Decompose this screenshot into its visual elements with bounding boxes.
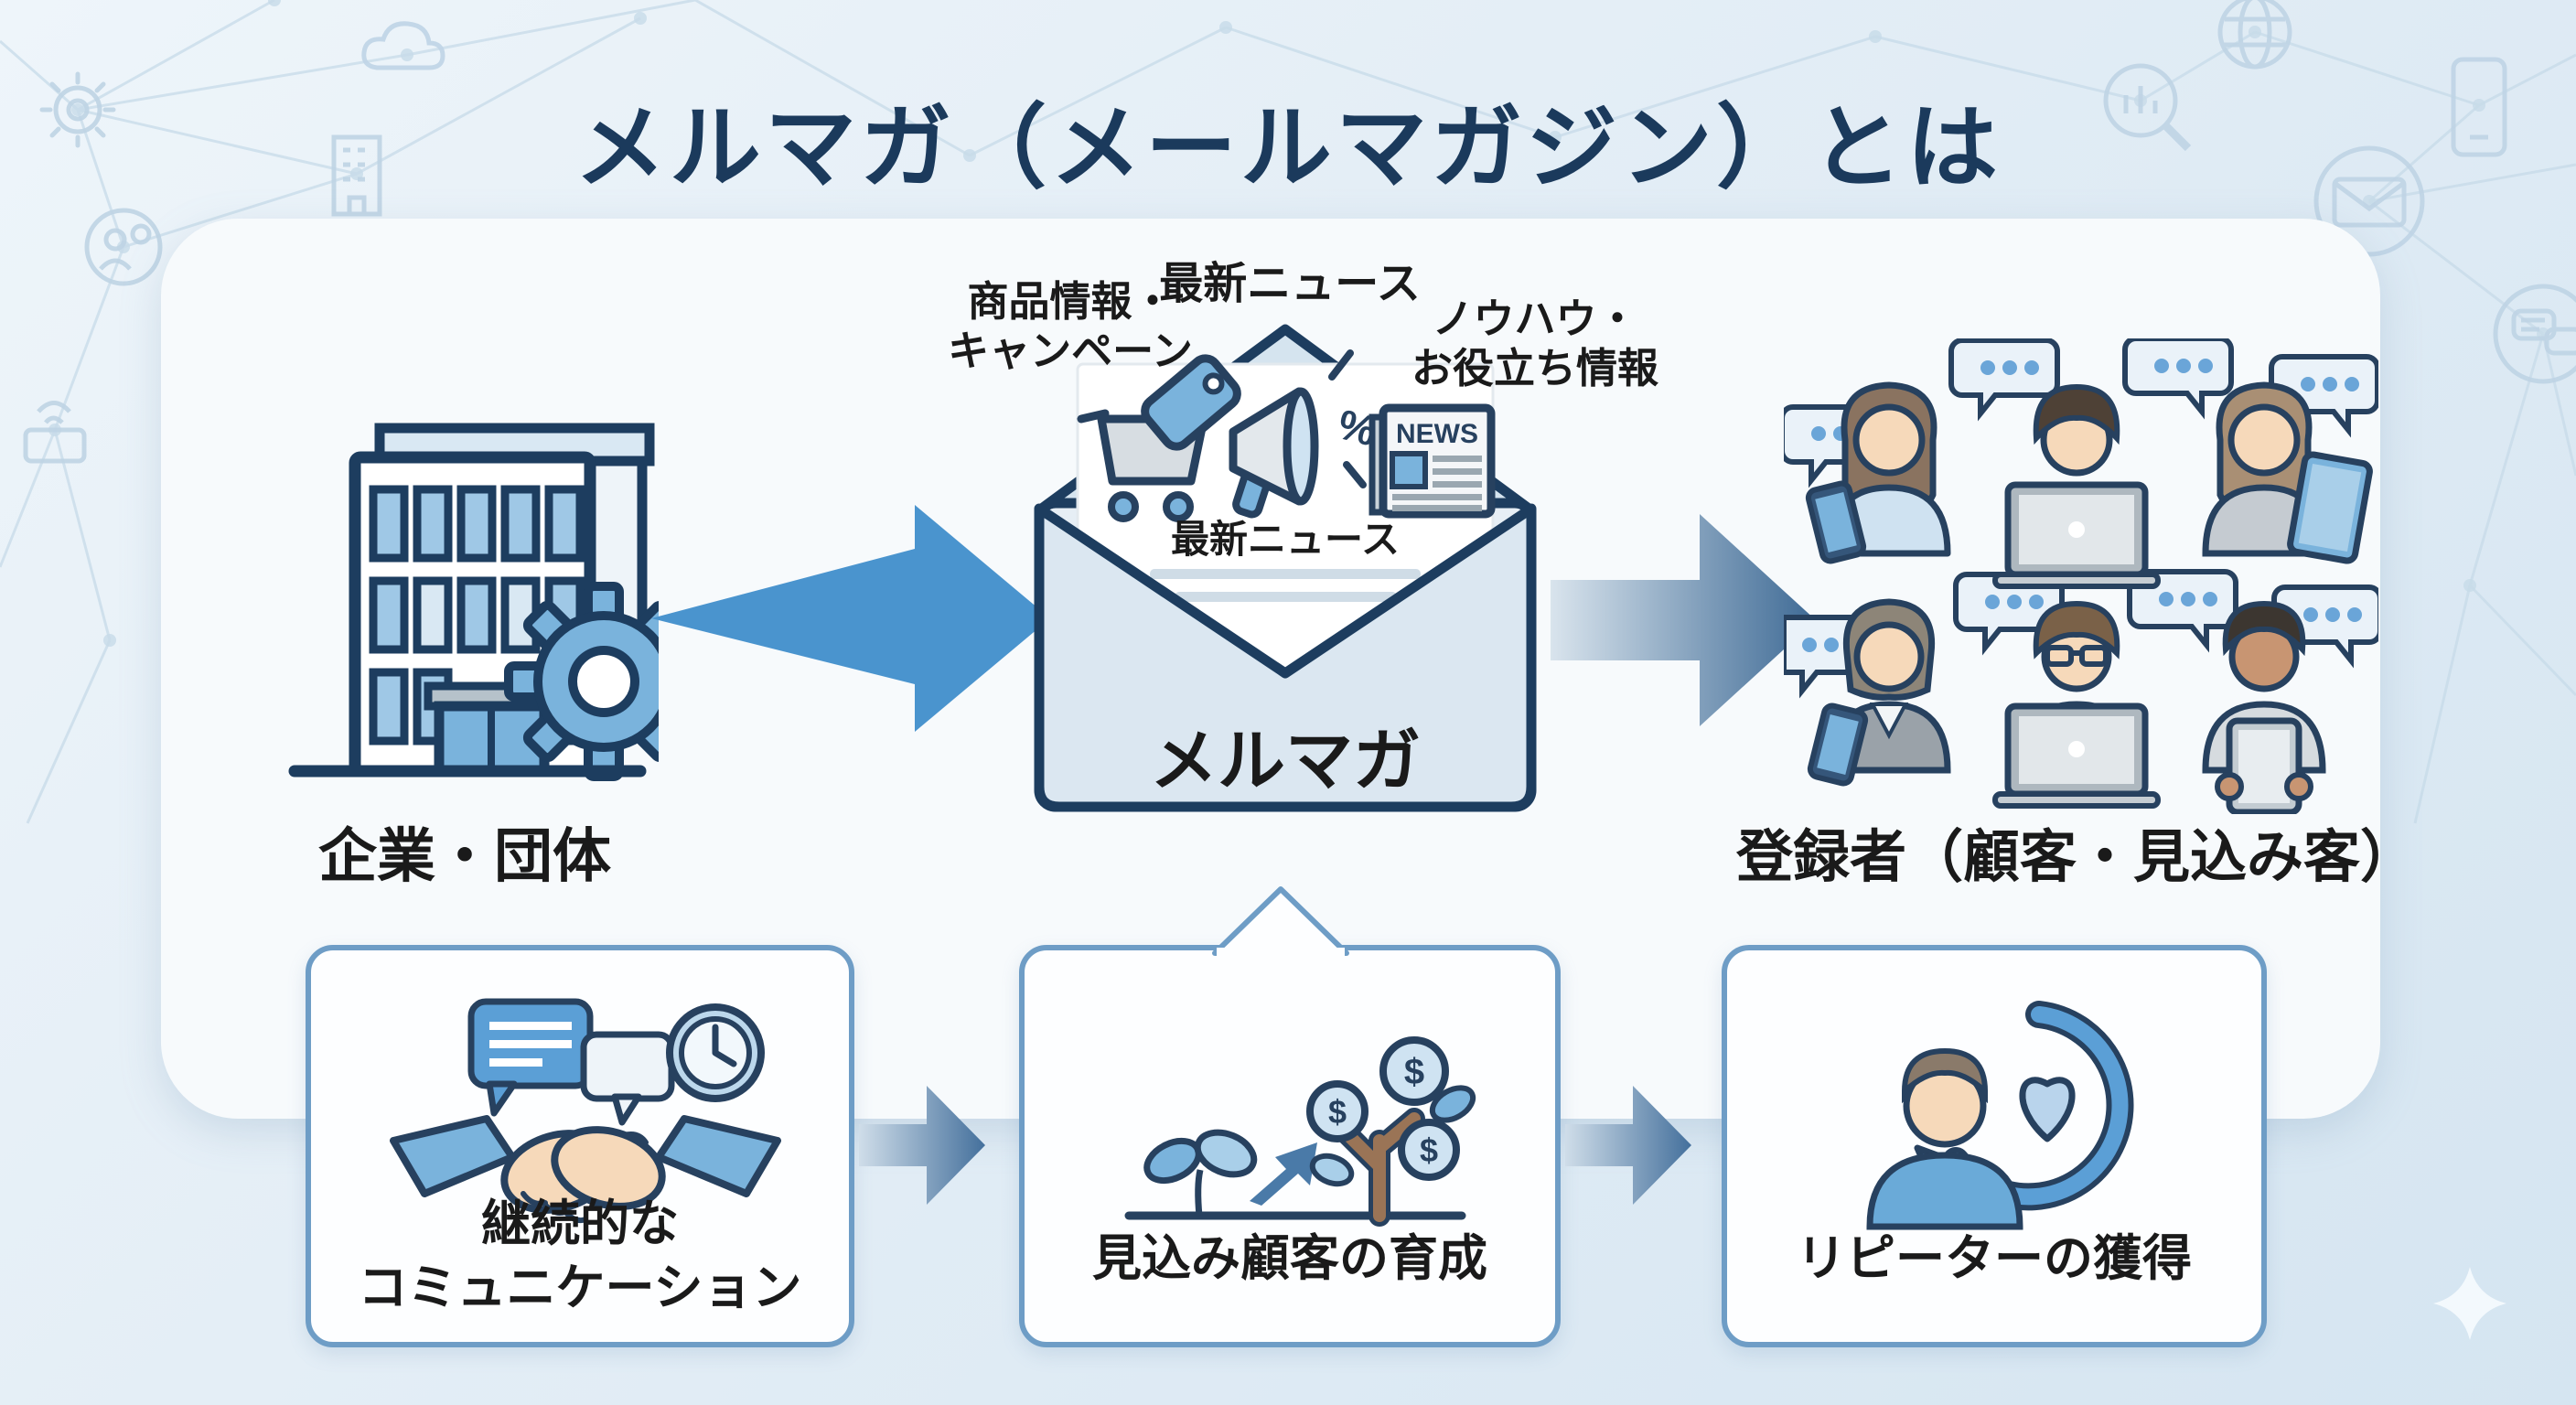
source-label: 企業・団体 [318, 823, 611, 889]
audience-label: 登録者（顧客・見込み客） [1735, 826, 2417, 889]
phone-icon [1807, 702, 1869, 787]
envelope-front [1034, 503, 1537, 812]
heart-icon [2019, 1077, 2076, 1142]
envelope-label: メルマガ [1150, 723, 1421, 799]
phone-icon [1805, 480, 1867, 564]
subscriber-woman-phone [1805, 381, 1951, 564]
gear-icon [39, 71, 116, 148]
subscriber-woman-gray [1807, 598, 1951, 787]
subscriber-man-laptop [1992, 383, 2161, 589]
svg-text:$: $ [1420, 1132, 1438, 1169]
letter-heading: 最新ニュース [1171, 518, 1400, 561]
mail-circle-icon [2313, 145, 2425, 257]
benefit-box-nurture: $ $ $ 見込み顧客の育成 [1019, 945, 1561, 1347]
page-title: メルマガ（メールマガジン）とは [574, 97, 2002, 199]
clock-icon [666, 1003, 765, 1102]
chat-bubbles-circle-icon [2493, 284, 2576, 384]
benefit-box-communication: 継続的な コミュニケーション [306, 945, 854, 1347]
box-notch-pointer [1212, 886, 1349, 959]
coin-icon: $ [1306, 1080, 1368, 1142]
money-tree-icon: $ $ $ [1306, 1036, 1476, 1227]
wifi-router-icon [23, 401, 87, 464]
coin-icon: $ [1379, 1036, 1449, 1106]
newspaper-masthead: NEWS [1396, 419, 1478, 449]
content-label-knowhow: ノウハウ・ お役立ち情報 [1411, 295, 1658, 391]
arrow-to-audience [1551, 514, 1816, 726]
tablet-icon [2287, 451, 2373, 564]
letter-text-line [1150, 569, 1421, 579]
tablet-icon [2215, 717, 2313, 814]
customer-person-icon [1866, 1047, 2023, 1230]
benefit-box-repeat: リピーターの獲得 [1722, 945, 2267, 1347]
laptop-icon [1992, 481, 2161, 589]
arrow-box1-to-box2 [859, 1086, 985, 1205]
content-label-products: 商品情報・ キャンペーン [948, 278, 1193, 374]
price-tag-icon [1141, 354, 1241, 451]
laptop-icon [1992, 702, 2161, 809]
content-label-news: 最新ニュース [1159, 260, 1421, 308]
subscriber-woman-tablet [2202, 381, 2373, 564]
people-chat-circle-icon [84, 208, 163, 286]
svg-text:$: $ [1328, 1093, 1347, 1131]
letter-text-line [1175, 592, 1397, 602]
handshake-icon [390, 998, 781, 1224]
cloud-icon [361, 21, 445, 70]
benefit-label-nurture: 見込み顧客の育成 [1092, 1230, 1487, 1286]
newspaper-icon: NEWS [1368, 403, 1496, 519]
chat-bubbles-icon [467, 998, 675, 1126]
gear-icon [504, 582, 659, 781]
sprout-icon [1143, 1129, 1258, 1217]
audience-group-icon [1784, 338, 2378, 814]
arrow-box2-to-box3 [1565, 1086, 1691, 1205]
chart-magnifier-icon [2103, 63, 2192, 152]
subscriber-man-tablet [2202, 600, 2326, 814]
globe-icon [2217, 0, 2292, 70]
benefit-label-communication: 継続的な コミュニケーション [358, 1196, 802, 1315]
growth-tree-icon: $ $ $ [1124, 1036, 1476, 1227]
benefit-label-repeat: リピーターの獲得 [1797, 1230, 2192, 1286]
arrow-to-newsletter [651, 505, 1050, 732]
svg-text:$: $ [1404, 1052, 1424, 1092]
building-icon-decor [331, 134, 382, 217]
glasses-icon [2045, 645, 2109, 667]
up-arrow-icon [1250, 1142, 1317, 1206]
newsletter-envelope-icon: % NEWS [1034, 324, 1537, 812]
repeat-customer-icon [1866, 1001, 2134, 1230]
smartphone-icon [2451, 57, 2507, 157]
subscriber-man-glasses [1992, 600, 2161, 809]
company-building-icon [288, 423, 659, 781]
coin-icon: $ [1398, 1119, 1460, 1181]
sparkle-icon [2433, 1267, 2506, 1340]
